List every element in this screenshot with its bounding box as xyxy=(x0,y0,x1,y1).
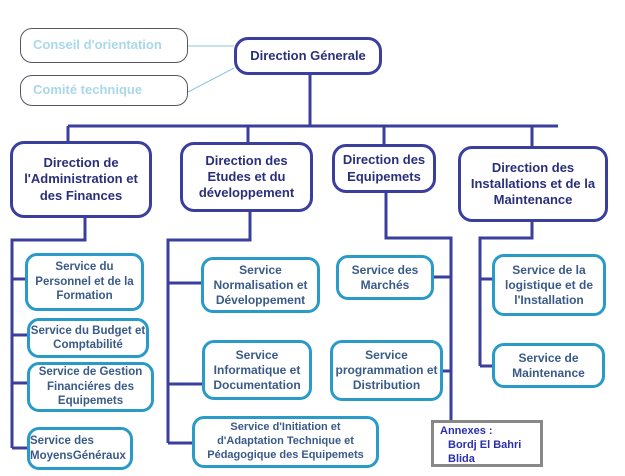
direction-label: Direction des Equipemets xyxy=(342,152,426,184)
service-box: Service du Personnel et de la Formation xyxy=(25,253,144,311)
service-box: Service des MoyensGénéraux xyxy=(27,427,133,470)
connector-etudes xyxy=(166,212,252,445)
service-label: Service Normalisation et Développement xyxy=(213,262,308,307)
conseil-orientation-box: Conseil d'orientation xyxy=(20,28,188,63)
annexes-title: Annexes : xyxy=(440,425,493,437)
service-box: Service programmation et Distribution xyxy=(330,340,443,401)
service-box: Service Normalisation et Développement xyxy=(201,257,320,313)
annex-item: Blida xyxy=(448,452,475,465)
direction-installations-box: Direction des Installations et de la Mai… xyxy=(458,146,608,222)
comite-technique-box: Comité technique xyxy=(20,75,188,106)
direction-admin-box: Direction de l'Administration et des Fin… xyxy=(10,141,152,218)
service-label: Service programmation et Distribution xyxy=(335,348,438,392)
service-box: Service de Gestion Financiéres des Equip… xyxy=(27,362,154,412)
direction-label: Direction de l'Administration et des Fin… xyxy=(24,155,138,203)
direction-generale-box: Direction Génerale xyxy=(234,37,382,75)
connector-advisory xyxy=(187,45,235,93)
service-label: Service des Marchés xyxy=(351,262,419,292)
annexes-box: Annexes : Bordj El Bahri Blida xyxy=(431,420,543,467)
service-box: Service du Budget et Comptabilité xyxy=(27,318,149,358)
service-label: Service de Maintenance xyxy=(512,350,585,380)
comite-label: Comité technique xyxy=(33,82,143,98)
conseil-label: Conseil d'orientation xyxy=(33,37,162,53)
service-box: Service de la logistique et de l'Install… xyxy=(492,254,606,316)
service-label: Service du Budget et Comptabilité xyxy=(30,324,146,351)
service-label: Service Informatique et Documentation xyxy=(213,347,301,392)
connector-equip xyxy=(384,193,453,420)
direction-equipements-box: Direction des Equipemets xyxy=(332,144,436,193)
service-box: Service de Maintenance xyxy=(492,343,605,388)
direction-label: Direction des Etudes et du développement xyxy=(198,152,295,201)
direction-generale-label: Direction Génerale xyxy=(250,47,366,63)
service-box: Service Informatique et Documentation xyxy=(202,340,312,400)
service-box: Service des Marchés xyxy=(336,255,434,300)
service-label: Service d'Initiation et d'Adaptation Tec… xyxy=(207,421,364,461)
service-label: Service de Gestion Financiéres des Equip… xyxy=(38,366,143,408)
direction-etudes-box: Direction des Etudes et du développement xyxy=(180,142,313,212)
direction-label: Direction des Installations et de la Mai… xyxy=(470,159,596,208)
connector-top xyxy=(66,75,558,146)
service-label: Service des MoyensGénéraux xyxy=(30,435,126,462)
service-label: Service de la logistique et de l'Install… xyxy=(504,262,593,307)
connector-install xyxy=(478,222,534,368)
connector-admin xyxy=(10,218,87,450)
service-box: Service d'Initiation et d'Adaptation Tec… xyxy=(192,416,379,468)
service-label: Service du Personnel et de la Formation xyxy=(35,261,134,303)
annex-item: Bordj El Bahri xyxy=(448,438,522,451)
